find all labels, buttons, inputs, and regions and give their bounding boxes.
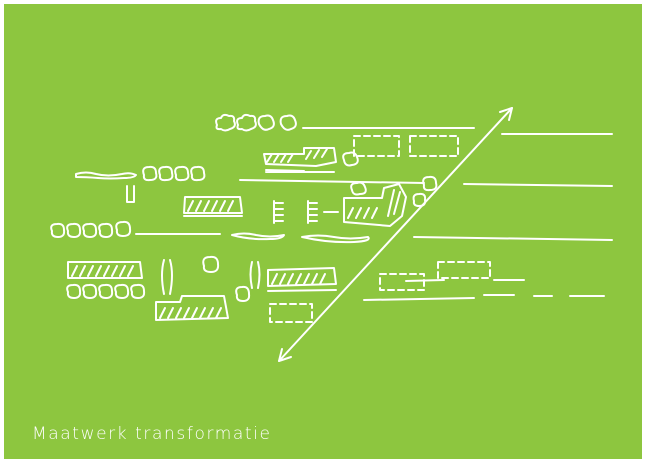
- tree-icon: [202, 255, 220, 273]
- tree-icon: [114, 283, 130, 299]
- tree-icon: [66, 222, 82, 238]
- building-icon: [263, 147, 337, 167]
- parking-icon: [273, 200, 339, 224]
- dashed-plot: [353, 135, 459, 157]
- fence-post: [249, 261, 261, 289]
- tree-row-2: [142, 165, 206, 182]
- tree-icon: [98, 283, 114, 299]
- caption: Maatwerk transformatie: [32, 424, 272, 444]
- road-line: [463, 183, 613, 187]
- road-line: [413, 236, 613, 241]
- building-icon: [67, 261, 143, 279]
- road-line: [239, 179, 425, 184]
- tree-icon: [142, 165, 158, 182]
- tree-row-3: [50, 220, 132, 238]
- tree-icon: [115, 220, 132, 237]
- double-arrow-icon: [278, 107, 513, 362]
- tree-icon: [190, 165, 206, 182]
- tree-icon: [350, 181, 367, 196]
- tree-icon: [66, 283, 82, 299]
- tree-icon: [50, 222, 66, 238]
- building-icon: [155, 295, 229, 321]
- hedge: [75, 171, 137, 180]
- tree-icon: [82, 283, 98, 299]
- building-icon: [183, 196, 243, 217]
- building-base: [265, 169, 335, 173]
- fence-post: [126, 185, 135, 203]
- tree-icon: [235, 285, 251, 302]
- dashed-plot: [379, 261, 491, 291]
- hedge: [231, 232, 285, 241]
- road-line: [483, 294, 605, 297]
- tree-icon: [158, 165, 174, 182]
- road-line: [363, 297, 475, 301]
- tree-icon: [236, 113, 257, 132]
- tree-icon: [412, 192, 427, 207]
- building-icon: [343, 183, 407, 227]
- tree-icon: [174, 165, 190, 182]
- tree-icon: [257, 114, 275, 131]
- road-line: [405, 279, 525, 282]
- dashed-plot: [269, 303, 313, 323]
- tree-icon: [422, 175, 438, 192]
- fence-post: [161, 259, 173, 295]
- illustration-card: Maatwerk transformatie: [4, 4, 642, 459]
- tree-icon: [279, 114, 297, 131]
- hedge: [301, 234, 370, 244]
- tree-icon: [215, 113, 236, 132]
- tree-icon: [130, 283, 146, 299]
- tree-row-1: [215, 113, 297, 132]
- building-icon: [267, 267, 337, 292]
- tree-icon: [342, 151, 359, 167]
- tree-row-4: [66, 283, 146, 299]
- urban-transformation-sketch: [4, 4, 642, 459]
- sketch-background: [4, 4, 642, 459]
- tree-icon: [82, 222, 98, 238]
- tree-icon: [98, 222, 114, 238]
